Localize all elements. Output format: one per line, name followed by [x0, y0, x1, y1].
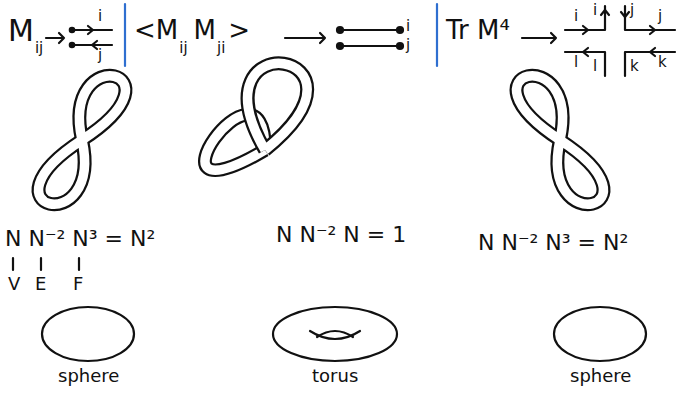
label-text: i [574, 8, 578, 25]
separator-line [124, 4, 126, 66]
label-text: ji [217, 40, 225, 57]
arrow-head [601, 10, 609, 15]
arrow-head [650, 48, 655, 56]
label-text: sphere [58, 366, 119, 387]
arrow-head [583, 26, 588, 34]
label-text: l [593, 58, 597, 75]
planar-ribbon-graph [517, 76, 604, 204]
torus-hole [317, 331, 353, 337]
sphere-outline [42, 307, 134, 361]
ribbon-inner [557, 140, 603, 204]
ribbon-edge [557, 140, 603, 204]
label-text: N N⁻² N = 1 [276, 222, 406, 247]
label-text: > [228, 16, 250, 46]
maps-to-arrow [46, 33, 64, 43]
ribbon-inner [248, 63, 308, 150]
label-text: i [593, 2, 597, 19]
ribbon-edge [517, 76, 563, 140]
arrow-head [88, 26, 93, 34]
label-text: j [658, 8, 662, 25]
arrow-head [621, 12, 629, 17]
label-text: Tr M⁴ [446, 16, 510, 46]
line-dot [397, 43, 403, 49]
vertex-line [625, 52, 675, 76]
label-text: j [98, 47, 102, 64]
arrow-head [92, 41, 97, 49]
maps-to-arrow [285, 33, 325, 43]
sphere-outline [554, 307, 646, 361]
label-text: i [406, 18, 410, 35]
index-line [72, 30, 112, 45]
torus-hole [310, 331, 360, 339]
line-dot [397, 27, 403, 33]
ribbon-edge [79, 76, 125, 140]
vertex-line [565, 52, 605, 76]
ribbon-inner [517, 76, 563, 140]
label-text: torus [312, 366, 358, 387]
label-text: N N⁻² N³ = N² [5, 226, 155, 251]
ribbon-inner [39, 140, 85, 204]
label-text: N N⁻² N³ = N² [478, 230, 628, 255]
label-text: ij [179, 40, 187, 57]
line-dot [70, 28, 74, 32]
line-dot [70, 43, 74, 47]
ribbon-edge [248, 63, 308, 150]
label-text: ij [35, 40, 43, 57]
label-text: F [73, 274, 83, 295]
separator-line [436, 4, 438, 66]
label-text: E [35, 274, 46, 295]
label-text: i [98, 8, 102, 25]
label-text: j [406, 37, 410, 54]
arrow-head [650, 26, 655, 34]
propagator-line [340, 30, 400, 46]
label-text: k [658, 54, 667, 71]
label-text: k [630, 58, 639, 75]
label-text: sphere [570, 366, 631, 387]
torus-outline [273, 307, 397, 361]
ribbon-edge [39, 140, 85, 204]
label-text: V [8, 274, 20, 295]
nonplanar-ribbon-graph [205, 63, 307, 170]
label-text: j [630, 2, 634, 19]
planar-ribbon-graph [39, 76, 126, 204]
label-text: <M [134, 16, 178, 46]
maps-to-arrow [522, 33, 556, 43]
tick-mark [13, 258, 79, 270]
label-text: M [8, 14, 34, 49]
line-dot [337, 43, 343, 49]
label-text: M [194, 16, 216, 46]
ink-group [13, 4, 675, 361]
ribbon-inner [79, 76, 125, 140]
arrow-head [583, 48, 588, 56]
label-text: l [574, 54, 578, 71]
line-dot [337, 27, 343, 33]
